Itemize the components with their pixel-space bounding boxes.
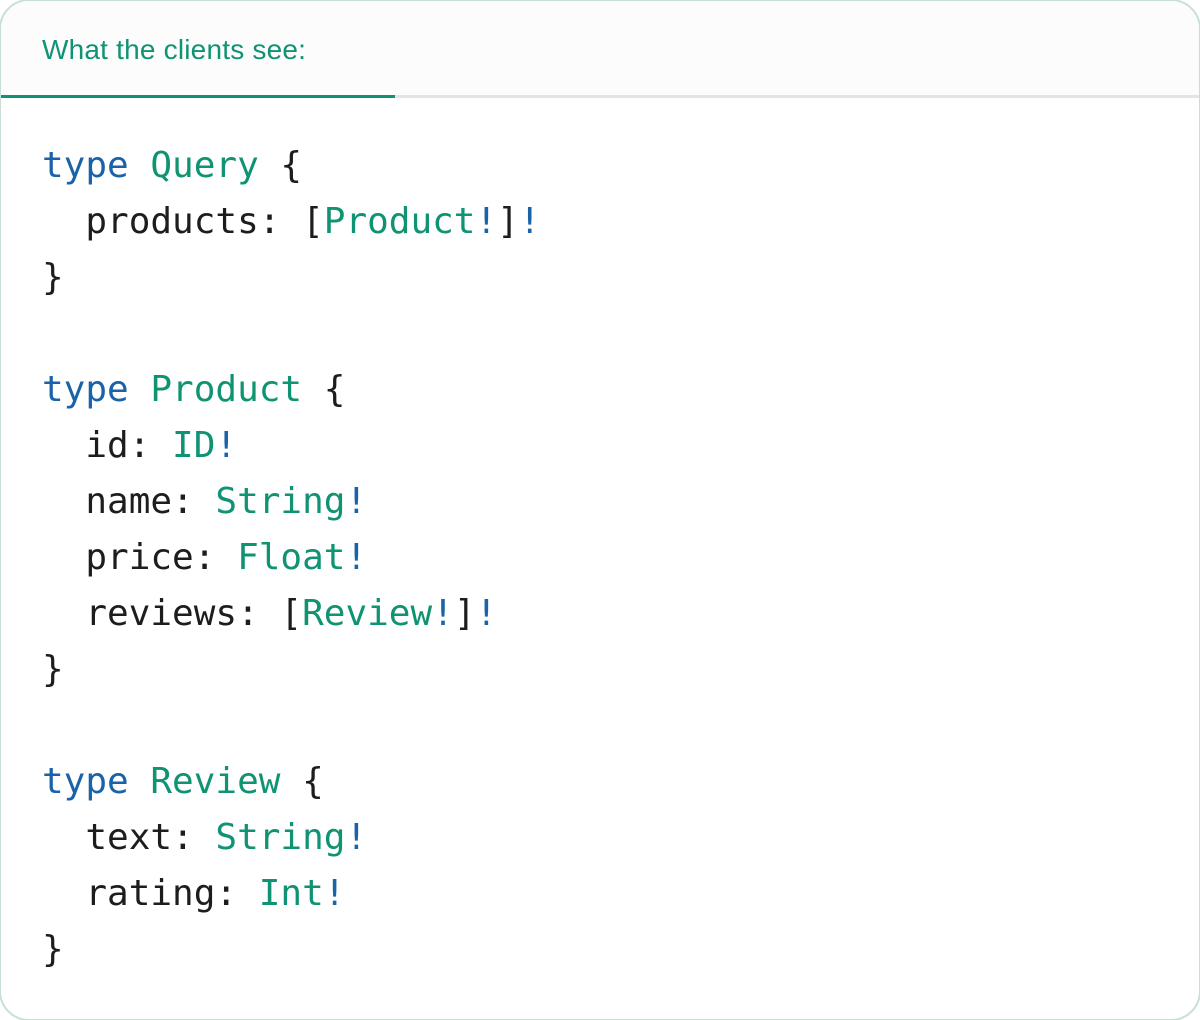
code-line: type Product {: [42, 362, 1179, 418]
code-token-typename: Product: [150, 369, 324, 410]
code-block: type Query { products: [Product!]!} type…: [1, 98, 1199, 998]
code-token-plain: reviews: [: [42, 593, 303, 634]
code-token-nonnull: !: [475, 593, 498, 634]
code-token-plain: {: [280, 145, 303, 186]
code-line: rating: Int!: [42, 866, 1179, 922]
header-rule: [1, 95, 1199, 98]
code-token-keyword: type: [42, 145, 151, 186]
card-header: What the clients see:: [1, 1, 1199, 98]
code-token-plain: products: [: [42, 201, 324, 242]
code-line: products: [Product!]!: [42, 194, 1179, 250]
code-line: name: String!: [42, 474, 1179, 530]
code-token-plain: }: [42, 929, 64, 970]
code-token-nonnull: !: [345, 481, 368, 522]
code-line: type Query {: [42, 138, 1179, 194]
code-line: type Review {: [42, 754, 1179, 810]
code-token-nonnull: !: [323, 873, 346, 914]
code-token-nonnull: !: [518, 201, 541, 242]
code-token-keyword: type: [42, 369, 151, 410]
code-token-nonnull: !: [432, 593, 454, 634]
code-token-plain: }: [42, 649, 64, 690]
code-token-plain: price:: [42, 537, 238, 578]
code-line: }: [42, 922, 1179, 978]
code-token-plain: rating:: [42, 873, 259, 914]
code-token-plain: text:: [42, 817, 216, 858]
code-token-typename: String: [215, 481, 346, 522]
tab-label: What the clients see:: [42, 33, 307, 65]
code-token-plain: {: [302, 761, 324, 802]
code-line: }: [42, 642, 1179, 698]
code-token-plain: ]: [453, 593, 476, 634]
code-token-nonnull: !: [215, 425, 238, 466]
code-line: id: ID!: [42, 418, 1179, 474]
code-token-typename: Query: [150, 145, 281, 186]
code-line: }: [42, 250, 1179, 306]
code-token-typename: Int: [258, 873, 324, 914]
code-token-plain: }: [42, 257, 64, 298]
code-line: reviews: [Review!]!: [42, 586, 1179, 642]
code-token-plain: {: [323, 369, 346, 410]
code-token-plain: ]: [497, 201, 519, 242]
code-token-typename: String: [215, 817, 346, 858]
tab-what-clients-see[interactable]: What the clients see:: [1, 1, 306, 98]
active-tab-underline: [1, 95, 395, 98]
code-token-keyword: type: [42, 761, 151, 802]
code-token-typename: Review: [302, 593, 433, 634]
code-token-plain: id:: [42, 425, 173, 466]
code-token-nonnull: !: [345, 817, 368, 858]
code-token-nonnull: !: [475, 201, 498, 242]
code-token-plain: name:: [42, 481, 216, 522]
code-token-nonnull: !: [345, 537, 368, 578]
code-token-typename: ID: [172, 425, 216, 466]
code-line: price: Float!: [42, 530, 1179, 586]
code-token-typename: Float: [237, 537, 346, 578]
code-token-typename: Review: [150, 761, 303, 802]
code-line: [42, 306, 1179, 362]
code-token-typename: Product: [323, 201, 476, 242]
code-line: text: String!: [42, 810, 1179, 866]
code-line: [42, 698, 1179, 754]
